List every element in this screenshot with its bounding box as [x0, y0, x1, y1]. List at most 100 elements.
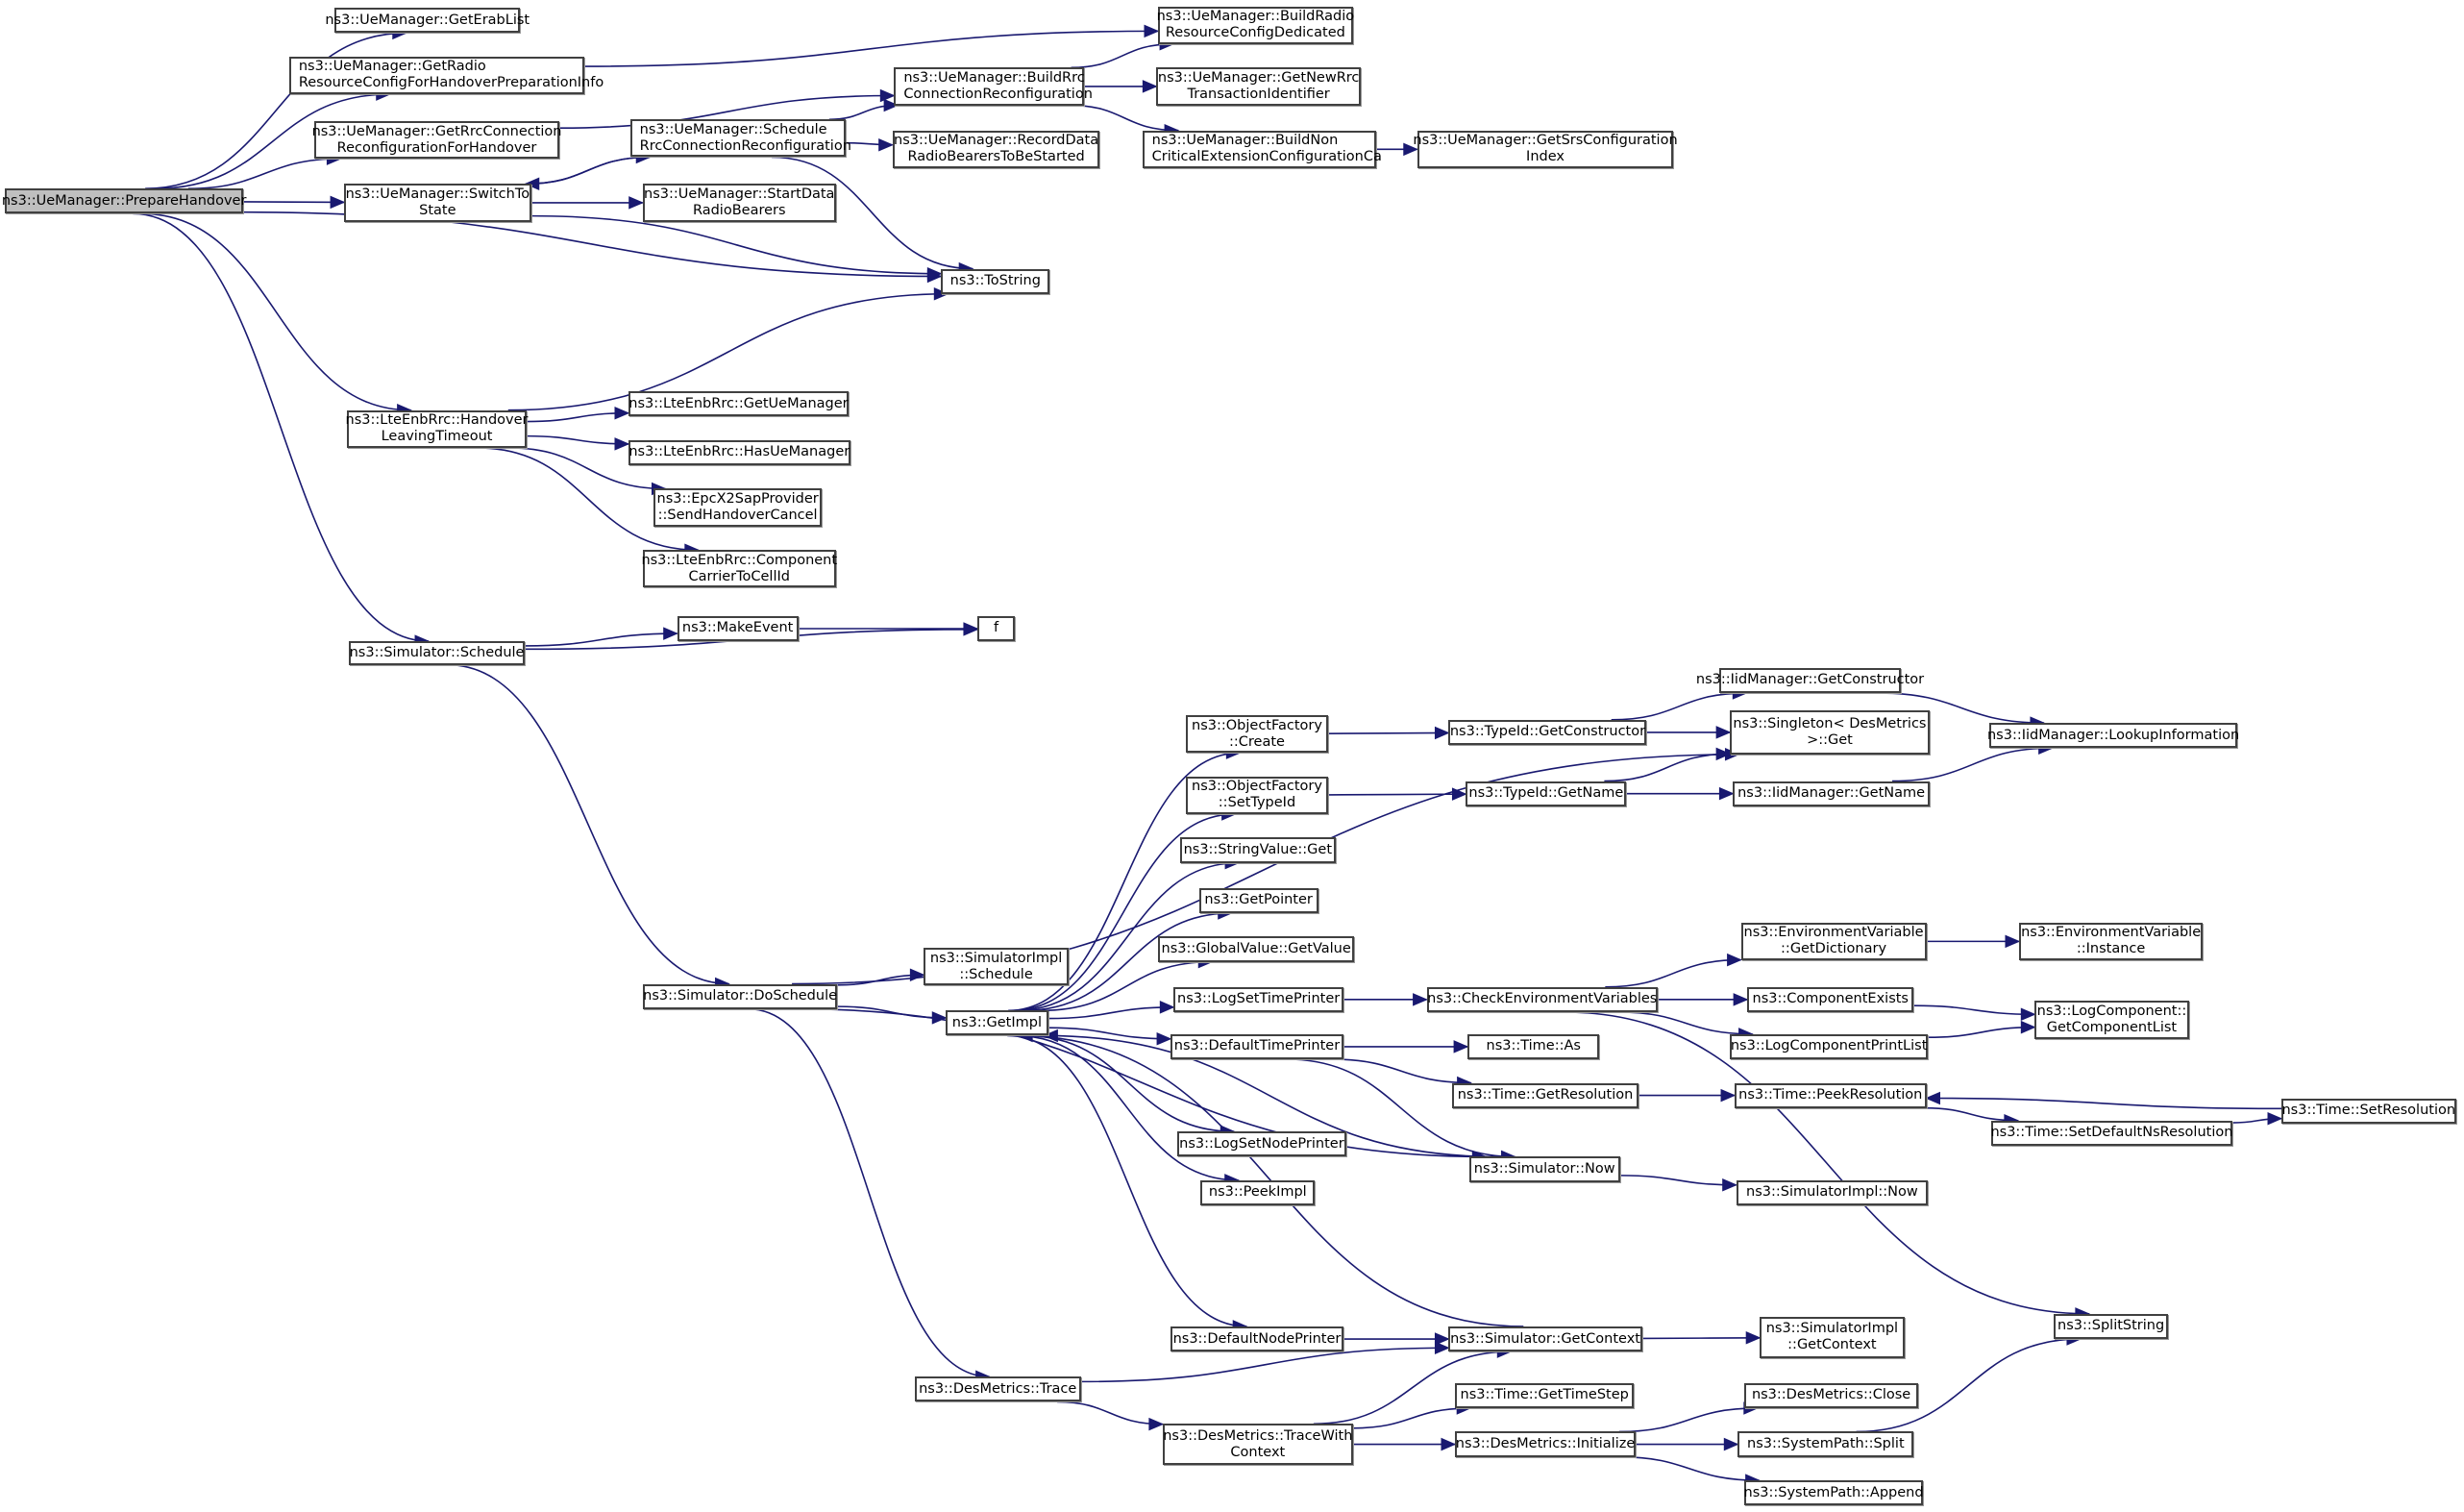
node-global-value-get-value[interactable]: ns3::GlobalValue::GetValue — [1157, 936, 1355, 962]
node-time-set-default-ns-resolution[interactable]: ns3::Time::SetDefaultNsResolution — [1990, 1120, 2232, 1146]
node-iid-manager-get-name[interactable]: ns3::IidManager::GetName — [1733, 781, 1930, 806]
edge-get-impl-to-get-pointer — [1023, 912, 1232, 1012]
node-label: ns3::ObjectFactory ::Create — [1192, 717, 1322, 750]
node-get-rrc-conn-reconf-ho[interactable]: ns3::UeManager::GetRrcConnection Reconfi… — [311, 120, 562, 160]
node-get-erab-list[interactable]: ns3::UeManager::GetErabList — [325, 8, 530, 34]
arrowhead-icon — [879, 88, 896, 103]
arrowhead-icon — [1441, 1437, 1457, 1451]
node-label: ns3::DefaultTimePrinter — [1173, 1038, 1341, 1054]
node-handover-leaving-timeout[interactable]: ns3::LteEnbRrc::Handover LeavingTimeout — [346, 409, 529, 448]
node-get-impl[interactable]: ns3::GetImpl — [946, 1010, 1048, 1036]
node-build-radio-resource-config-ded[interactable]: ns3::UeManager::BuildRadio ResourceConfi… — [1157, 6, 1354, 44]
node-component-carrier-to-cell-id[interactable]: ns3::LteEnbRrc::Component CarrierToCellI… — [641, 550, 837, 588]
node-label: ns3::UeManager::GetSrsConfiguration Inde… — [1413, 133, 1678, 165]
node-log-component-get-component-list[interactable]: ns3::LogComponent:: GetComponentList — [2034, 1001, 2189, 1039]
node-iid-manager-get-constructor[interactable]: ns3::IidManager::GetConstructor — [1696, 667, 1924, 694]
arrowhead-icon — [1159, 1001, 1175, 1014]
node-simulator-schedule[interactable]: ns3::Simulator::Schedule — [348, 641, 526, 665]
node-record-data-radio-bearers[interactable]: ns3::UeManager::RecordData RadioBearersT… — [892, 130, 1100, 168]
node-object-factory-set-type-id[interactable]: ns3::ObjectFactory ::SetTypeId — [1186, 776, 1328, 814]
node-to-string[interactable]: ns3::ToString — [941, 268, 1050, 294]
arrowhead-icon — [1723, 1437, 1739, 1451]
node-has-ue-manager[interactable]: ns3::LteEnbRrc::HasUeManager — [628, 439, 850, 465]
arrowhead-icon — [933, 286, 949, 301]
node-label: ns3::GetPointer — [1204, 892, 1313, 908]
node-log-set-time-printer[interactable]: ns3::LogSetTimePrinter — [1173, 986, 1343, 1012]
node-simulator-impl-now[interactable]: ns3::SimulatorImpl::Now — [1736, 1179, 1929, 1206]
node-system-path-split[interactable]: ns3::SystemPath::Split — [1737, 1431, 1914, 1457]
node-system-path-append[interactable]: ns3::SystemPath::Append — [1744, 1480, 1924, 1506]
node-label: ns3::UeManager::BuildRrc ConnectionRecon… — [903, 69, 1093, 102]
node-label: ns3::SimulatorImpl ::GetContext — [1765, 1321, 1899, 1353]
arrowhead-icon — [1148, 1417, 1165, 1431]
node-build-non-critical-ext-config-ca[interactable]: ns3::UeManager::BuildNon CriticalExtensi… — [1142, 130, 1382, 168]
node-time-set-resolution[interactable]: ns3::Time::SetResolution — [2281, 1098, 2456, 1125]
node-label: ns3::UeManager::Schedule RrcConnectionRe… — [639, 121, 851, 154]
node-simulator-now[interactable]: ns3::Simulator::Now — [1468, 1156, 1620, 1182]
node-log-set-node-printer[interactable]: ns3::LogSetNodePrinter — [1176, 1131, 1347, 1157]
edge-check-environment-variables-to-environment-variable-get-dictionary — [1605, 958, 1741, 988]
node-schedule-rrc-conn-reconf[interactable]: ns3::UeManager::Schedule RrcConnectionRe… — [629, 119, 851, 158]
node-time-as[interactable]: ns3::Time::As — [1467, 1033, 1600, 1059]
arrowhead-icon — [614, 437, 630, 451]
node-time-get-time-step[interactable]: ns3::Time::GetTimeStep — [1455, 1382, 1635, 1408]
node-label: ns3::UeManager::PrepareHandover — [1, 192, 247, 209]
node-time-peek-resolution[interactable]: ns3::Time::PeekResolution — [1735, 1082, 1927, 1108]
node-start-data-radio-bearers[interactable]: ns3::UeManager::StartData RadioBearers — [642, 184, 836, 222]
node-simulator-impl-get-context[interactable]: ns3::SimulatorImpl ::GetContext — [1760, 1317, 1905, 1358]
node-label: ns3::IidManager::LookupInformation — [1986, 727, 2240, 743]
node-label: ns3::UeManager::GetRrcConnection Reconfi… — [311, 123, 562, 156]
node-environment-variable-get-dictionary[interactable]: ns3::EnvironmentVariable ::GetDictionary — [1740, 922, 1927, 960]
node-prepare-handover[interactable]: ns3::UeManager::PrepareHandover — [1, 188, 247, 214]
node-check-environment-variables[interactable]: ns3::CheckEnvironmentVariables — [1426, 986, 1658, 1012]
node-get-srs-config-index[interactable]: ns3::UeManager::GetSrsConfiguration Inde… — [1413, 130, 1678, 168]
edge-prepare-handover-to-get-rrc-conn-reconf-ho — [187, 158, 341, 189]
arrowhead-icon — [1144, 24, 1160, 38]
edge-prepare-handover-to-get-erab-list — [145, 32, 407, 189]
edge-simulator-now-to-simulator-impl-now — [1619, 1175, 1737, 1186]
node-get-radio-resource-config-ho-prep[interactable]: ns3::UeManager::GetRadio ResourceConfigF… — [288, 56, 604, 95]
node-iid-manager-lookup-information[interactable]: ns3::IidManager::LookupInformation — [1986, 723, 2240, 749]
node-simulator-impl-schedule[interactable]: ns3::SimulatorImpl ::Schedule — [924, 947, 1069, 986]
node-split-string[interactable]: ns3::SplitString — [2053, 1313, 2169, 1340]
node-default-node-printer[interactable]: ns3::DefaultNodePrinter — [1170, 1326, 1343, 1352]
node-log-component-print-list[interactable]: ns3::LogComponentPrintList — [1730, 1033, 1929, 1059]
edge-object-factory-set-type-id-to-type-id-get-name — [1327, 793, 1466, 796]
edge-object-factory-create-to-type-id-get-constructor — [1327, 731, 1449, 734]
node-get-pointer[interactable]: ns3::GetPointer — [1198, 887, 1318, 913]
node-environment-variable-instance[interactable]: ns3::EnvironmentVariable ::Instance — [2018, 922, 2204, 960]
node-simulator-do-schedule[interactable]: ns3::Simulator::DoSchedule — [642, 983, 838, 1009]
node-object-factory-create[interactable]: ns3::ObjectFactory ::Create — [1186, 714, 1328, 754]
edge-iid-manager-get-name-to-iid-manager-lookup-information — [1892, 747, 2053, 782]
node-build-rrc-conn-reconf[interactable]: ns3::UeManager::BuildRrc ConnectionRecon… — [894, 67, 1093, 106]
node-get-new-rrc-transaction-id[interactable]: ns3::UeManager::GetNewRrc TransactionIde… — [1156, 67, 1361, 106]
edge-simulator-schedule-to-make-event — [525, 632, 678, 647]
node-make-event[interactable]: ns3::MakeEvent — [677, 615, 799, 642]
node-label: ns3::DefaultNodePrinter — [1172, 1330, 1342, 1347]
node-label: ns3::Simulator::DoSchedule — [643, 988, 838, 1004]
node-simulator-get-context[interactable]: ns3::Simulator::GetContext — [1448, 1326, 1642, 1352]
arrowhead-icon — [2020, 1020, 2036, 1034]
node-label: ns3::SimulatorImpl::Now — [1746, 1184, 1918, 1201]
node-singleton-desmetrics-get[interactable]: ns3::Singleton< DesMetrics >::Get — [1730, 710, 1930, 755]
node-type-id-get-constructor[interactable]: ns3::TypeId::GetConstructor — [1448, 719, 1647, 745]
node-desmetrics-trace-with-context[interactable]: ns3::DesMetrics::TraceWith Context — [1162, 1424, 1353, 1465]
node-switch-to-state[interactable]: ns3::UeManager::SwitchTo State — [344, 184, 531, 222]
node-get-ue-manager[interactable]: ns3::LteEnbRrc::GetUeManager — [628, 391, 849, 417]
edge-system-path-split-to-split-string — [1856, 1338, 2081, 1433]
node-send-handover-cancel[interactable]: ns3::EpcX2SapProvider ::SendHandoverCanc… — [653, 488, 823, 527]
node-label: ns3::StringValue::Get — [1183, 842, 1333, 858]
node-component-exists[interactable]: ns3::ComponentExists — [1747, 986, 1914, 1012]
node-desmetrics-close[interactable]: ns3::DesMetrics::Close — [1743, 1382, 1919, 1408]
edge-get-impl-to-log-set-node-printer — [1024, 1034, 1235, 1132]
node-type-id-get-name[interactable]: ns3::TypeId::GetName — [1466, 781, 1627, 806]
arrowhead-icon — [2020, 1007, 2036, 1022]
node-default-time-printer[interactable]: ns3::DefaultTimePrinter — [1170, 1033, 1343, 1059]
node-desmetrics-trace[interactable]: ns3::DesMetrics::Trace — [914, 1376, 1081, 1402]
node-string-value-get[interactable]: ns3::StringValue::Get — [1179, 837, 1336, 863]
node-time-get-resolution[interactable]: ns3::Time::GetResolution — [1451, 1082, 1639, 1108]
node-label: ns3::UeManager::GetErabList — [325, 12, 530, 28]
node-peek-impl[interactable]: ns3::PeekImpl — [1200, 1179, 1316, 1206]
node-f[interactable]: f — [976, 615, 1016, 642]
node-desmetrics-initialize[interactable]: ns3::DesMetrics::Initialize — [1455, 1431, 1637, 1457]
